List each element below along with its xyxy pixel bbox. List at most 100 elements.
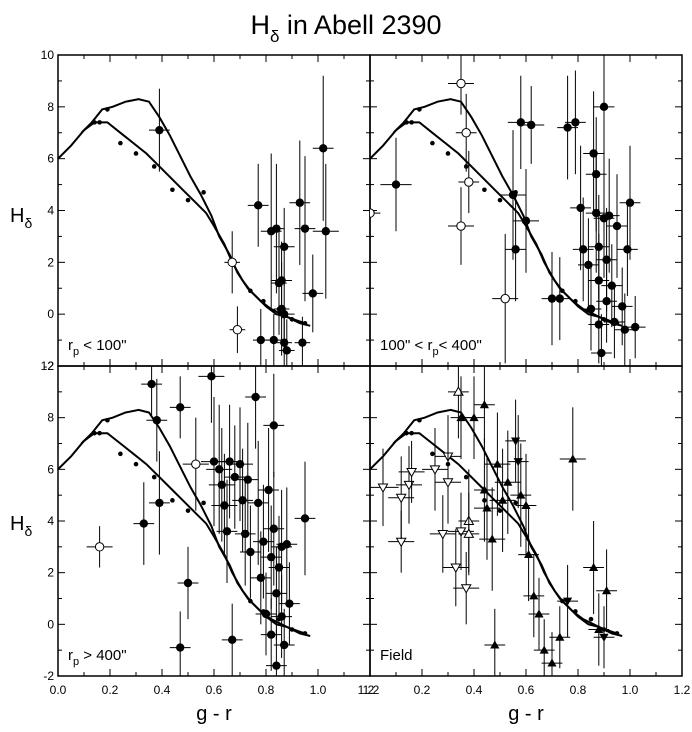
data-point: [221, 603, 243, 676]
point-marker-filled: [254, 498, 263, 508]
model-track-marker: [417, 107, 422, 112]
point-marker-open: [227, 257, 237, 268]
model-track-marker: [482, 187, 487, 193]
data-point: [583, 91, 604, 216]
point-marker-filled: [586, 304, 596, 314]
data-point: [604, 285, 625, 359]
data-point: [474, 366, 495, 444]
data-point: [606, 174, 628, 278]
point-marker-triangle-up: [516, 490, 526, 499]
point-marker-filled: [571, 118, 580, 127]
point-marker-filled: [277, 276, 286, 285]
point-marker-filled: [254, 201, 263, 210]
data-point: [422, 428, 448, 511]
point-marker-filled: [207, 372, 216, 381]
model-track-marker: [513, 500, 518, 506]
point-marker-triangle-up: [521, 500, 531, 509]
point-marker-filled: [155, 498, 164, 508]
model-track-marker: [105, 417, 110, 423]
data-point: [177, 546, 199, 620]
data-point: [266, 314, 282, 366]
model-track-marker: [588, 616, 594, 622]
point-marker-filled: [602, 297, 611, 306]
data-point: [398, 440, 425, 503]
panel-label-subscript: p: [432, 346, 438, 358]
model-track-marker: [289, 627, 295, 632]
point-marker-filled: [272, 589, 281, 598]
panel-label-rest: < 400": [439, 337, 482, 354]
point-marker-filled: [321, 227, 330, 236]
data-point: [479, 487, 506, 591]
point-marker-triangle-up: [456, 413, 466, 422]
data-point: [611, 267, 633, 346]
point-marker-filled: [521, 216, 531, 226]
point-marker-filled: [298, 338, 307, 347]
data-point: [598, 158, 620, 273]
point-marker-triangle-up: [534, 609, 544, 618]
model-track-marker: [289, 317, 295, 322]
point-marker-filled: [511, 245, 520, 254]
point-marker-triangle-up: [602, 586, 612, 595]
data-point: [370, 192, 381, 234]
point-marker-triangle-down-open: [455, 527, 467, 537]
x-tick-label: 0.2: [414, 683, 431, 697]
panel-label-background: [65, 336, 130, 359]
data-point: [484, 608, 506, 676]
data-point: [515, 453, 537, 558]
data-point: [279, 562, 300, 645]
point-marker-filled: [256, 335, 265, 345]
point-marker-triangle-up: [589, 562, 599, 571]
data-point: [494, 430, 521, 534]
point-marker-open: [464, 177, 474, 187]
y-axis-label-bottom: Hδ: [10, 513, 32, 539]
data-point: [266, 629, 287, 676]
model-track-marker: [404, 120, 409, 125]
data-point: [294, 156, 316, 302]
point-marker-filled: [251, 392, 260, 402]
data-point: [289, 140, 311, 265]
chart-title-rest: in Abell 2390: [279, 10, 441, 40]
data-point: [583, 521, 604, 614]
point-marker-filled: [391, 180, 401, 189]
data-point: [149, 451, 170, 555]
data-point: [263, 471, 285, 586]
data-point: [255, 572, 277, 656]
panel-label-subscript: p: [73, 656, 79, 668]
panel-label-rest: < 100": [79, 337, 126, 354]
point-marker-filled: [215, 465, 224, 474]
panel-label-background: [65, 646, 130, 669]
model-track-marker: [97, 120, 102, 125]
point-marker-filled: [139, 519, 148, 528]
model-track-marker: [92, 120, 97, 125]
data-point: [429, 495, 456, 573]
point-marker-filled: [241, 529, 250, 539]
model-track-marker: [248, 288, 253, 294]
x-tick-label: 1.0: [310, 683, 327, 697]
data-point: [474, 456, 500, 560]
model-track-marker: [92, 430, 97, 436]
data-point: [541, 632, 563, 676]
data-point: [240, 505, 261, 599]
point-marker-filled: [555, 294, 564, 303]
point-marker-triangle-down-open: [460, 584, 472, 594]
panel-label: Field: [380, 647, 413, 664]
model-track-marker: [409, 120, 414, 125]
data-point: [507, 415, 529, 509]
point-marker-triangle-up: [492, 459, 502, 468]
point-marker-filled: [147, 379, 156, 389]
data-point: [273, 608, 295, 676]
chart-title-subscript: δ: [270, 27, 279, 46]
data-point: [263, 373, 285, 478]
data-point: [268, 515, 290, 620]
data-point: [549, 257, 571, 341]
data-point: [453, 552, 480, 625]
data-point: [596, 259, 617, 343]
point-marker-triangle-down: [563, 597, 573, 606]
panel-plot-area: [58, 75, 339, 366]
data-point: [396, 446, 422, 524]
point-marker-filled: [277, 612, 286, 621]
data-point: [86, 526, 113, 568]
data-point: [224, 231, 240, 294]
point-marker-triangle-up: [469, 413, 479, 422]
